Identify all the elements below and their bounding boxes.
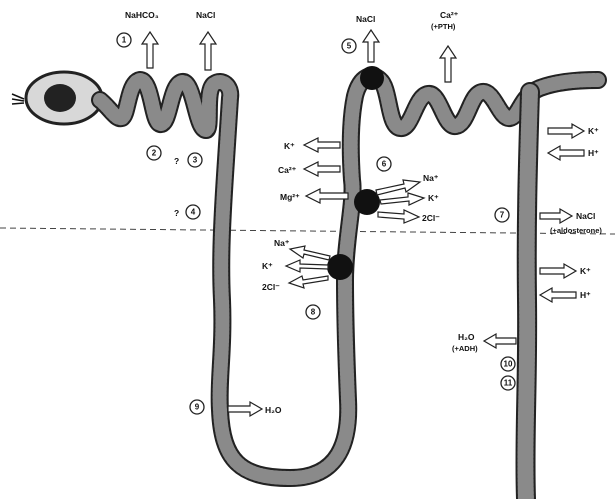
step-circle-3: 3 (188, 153, 202, 167)
ca-tal-arrow (304, 162, 340, 176)
na-tal-out-arrow (376, 180, 420, 195)
svg-text:10: 10 (504, 360, 513, 369)
cl-tal-out-arrow (378, 210, 419, 223)
na-tal-out-label: Na⁺ (423, 173, 439, 183)
h-dct-arrow (548, 146, 584, 160)
k-dct-label: K⁺ (588, 126, 599, 136)
k-cd-arrow (540, 264, 576, 278)
svg-text:4: 4 (191, 208, 196, 217)
svg-text:3: 3 (193, 156, 198, 165)
nacl-cd-label: NaCl (576, 211, 595, 221)
unknown-marker-3: ? (174, 156, 179, 166)
k-dct-arrow (548, 124, 584, 138)
step-circle-9: 9 (190, 400, 204, 414)
ca-tal-label: Ca²⁺ (278, 165, 297, 175)
nahco3-label: NaHCO₃ (125, 10, 159, 20)
unknown-marker-4: ? (174, 208, 179, 218)
step-circle-11: 11 (501, 376, 515, 390)
na-thin-label: Na⁺ (274, 238, 290, 248)
h2o-loop-arrow (228, 402, 262, 416)
nacl-tal-label: NaCl (356, 14, 375, 24)
k-tal-out-arrow (380, 193, 424, 205)
svg-text:6: 6 (382, 160, 387, 169)
nacl-cd-note-label: (+aldosterone) (550, 226, 602, 235)
h-cd-arrow (540, 288, 576, 302)
step-circle-5: 5 (342, 39, 356, 53)
step-circle-6: 6 (377, 157, 391, 171)
h2o-adh-label: H₂O (458, 332, 475, 342)
step-circle-4: 4 (186, 205, 200, 219)
svg-text:9: 9 (195, 403, 200, 412)
h2o-adh-arrow (484, 334, 516, 348)
thin-limb-transporter-cell (327, 254, 353, 280)
glomerulus (12, 72, 102, 124)
svg-text:8: 8 (311, 308, 316, 317)
k-tal-label: K⁺ (284, 141, 295, 151)
nahco3-up-arrow (142, 32, 158, 68)
cl-tal-out-label: 2Cl⁻ (422, 213, 440, 223)
mg-tal-arrow (306, 189, 348, 203)
k-tal-out-label: K⁺ (428, 193, 439, 203)
h-cd-label: H⁺ (580, 290, 591, 300)
h-dct-label: H⁺ (588, 148, 599, 158)
svg-text:7: 7 (500, 211, 505, 220)
k-tal-arrow (304, 138, 340, 152)
nacl-pct-up-arrow (200, 32, 216, 70)
nacl-tal-up-arrow (363, 30, 379, 62)
ca-pth-up-arrow (440, 46, 456, 82)
cl-thin-label: 2Cl⁻ (262, 282, 280, 292)
nacl-pct-label: NaCl (196, 10, 215, 20)
mg-tal-label: Mg²⁺ (280, 192, 300, 202)
svg-text:1: 1 (122, 36, 127, 45)
h2o-adh-note-label: (+ADH) (452, 344, 478, 353)
macula-densa-cell (360, 66, 384, 90)
svg-text:11: 11 (504, 379, 513, 388)
k-thin-arrow (286, 260, 328, 272)
na-thin-arrow (290, 246, 330, 260)
k-thin-label: K⁺ (262, 261, 273, 271)
collecting-duct (525, 92, 530, 499)
step-circle-10: 10 (501, 357, 515, 371)
step-circle-1: 1 (117, 33, 131, 47)
step-circle-2: 2 (147, 146, 161, 160)
k-cd-label: K⁺ (580, 266, 591, 276)
ca-pth-note-label: (+PTH) (431, 22, 456, 31)
step-circle-7: 7 (495, 208, 509, 222)
nacl-cd-arrow (540, 209, 572, 223)
svg-text:5: 5 (347, 42, 352, 51)
h2o-loop-label: H₂O (265, 405, 282, 415)
cl-thin-arrow (289, 276, 328, 288)
svg-text:2: 2 (152, 149, 157, 158)
ca-pth-ion-label: Ca²⁺ (440, 10, 459, 20)
step-circle-8: 8 (306, 305, 320, 319)
